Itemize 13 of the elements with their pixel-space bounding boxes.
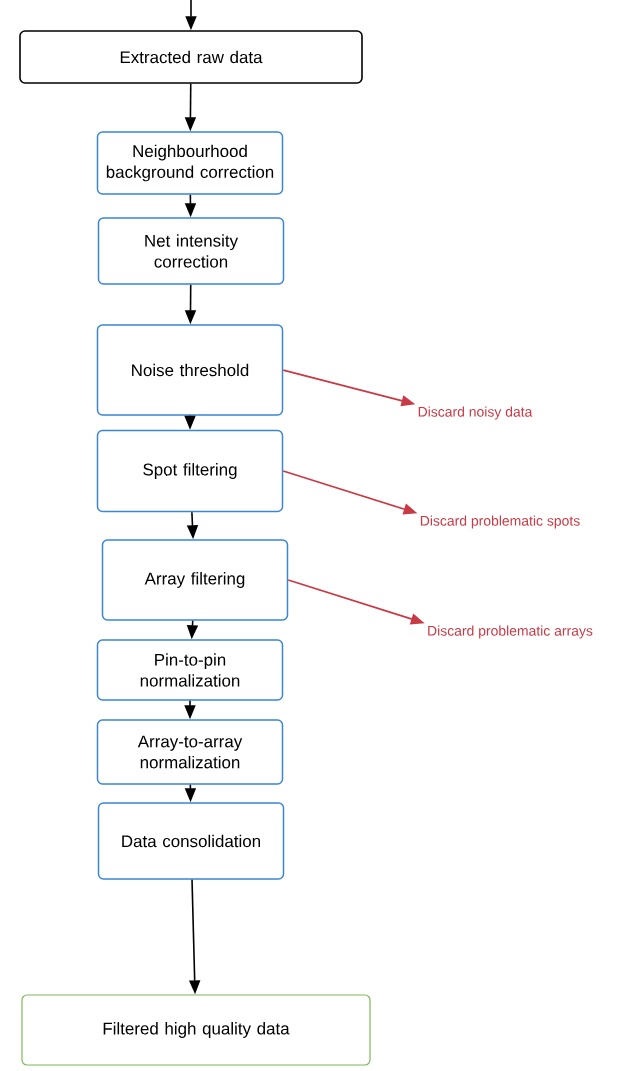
process-box: Net intensity correction [97,217,285,285]
discard-note: Discard problematic spots [420,515,580,529]
process-box: Array-to-array normalization [96,719,284,785]
process-box: Spot filtering [96,429,284,513]
discard-note: Discard problematic arrays [428,625,593,639]
process-box: Pin-to-pin normalization [96,639,284,701]
process-box: Array filtering [101,539,289,621]
end-box: Filtered high quality data [21,994,371,1066]
process-box: Noise threshold [96,324,284,416]
discard-note: Discard noisy data [418,406,533,420]
start-box: Extracted raw data [19,30,363,84]
process-box: Data consolidation [97,802,285,880]
process-box: Neighbourhood background correction [96,131,284,195]
